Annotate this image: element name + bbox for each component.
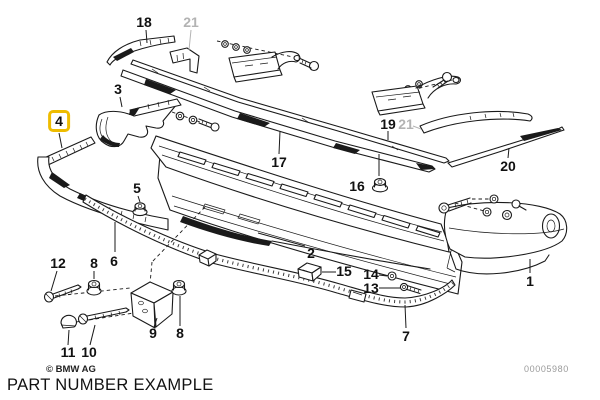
leader-line-10 [89,324,96,346]
part-label-5[interactable]: 5 [133,180,141,196]
part-label-17[interactable]: 17 [271,154,287,170]
leader-line-5 [137,195,141,203]
part-label-19[interactable]: 19 [380,116,396,132]
part-label-10[interactable]: 10 [81,344,97,360]
nut-8-upper [86,279,102,296]
screw-13 [399,282,422,295]
leader-line-4 [58,132,63,149]
leader-line-18 [145,29,148,44]
leader-line-21-right [412,125,422,130]
mounting-bracket-right [371,71,461,116]
clip-15 [297,262,322,282]
nut-14 [387,271,397,281]
part-label-13[interactable]: 13 [363,280,379,296]
part-label-7[interactable]: 7 [402,328,410,344]
corner-hardware-washers-bolt [171,111,220,132]
rubber-strip-6-7 [82,194,456,308]
diagram-code: 00005980 [524,364,569,374]
nut-5 [132,202,148,217]
part-label-2[interactable]: 2 [307,245,315,261]
part-label-15[interactable]: 15 [336,263,352,279]
part-label-8-lower[interactable]: 8 [176,325,184,341]
curved-trim-21-right [419,110,533,134]
part-label-14[interactable]: 14 [363,266,379,282]
leader-line-11 [67,329,70,346]
end-cap-hardware [438,194,527,221]
corner-trim-18 [106,35,176,66]
angle-trim-21-top [169,47,200,74]
nut-16 [371,178,389,193]
leader-line-20 [507,147,510,159]
leader-line-3 [119,96,123,108]
part-label-11[interactable]: 11 [60,344,76,360]
nut-8-lower [171,279,187,296]
part-label-20[interactable]: 20 [500,158,516,174]
fastener-group-lower-left [43,206,206,329]
screw-12 [43,284,82,303]
part-label-6[interactable]: 6 [110,253,118,269]
part-label-3[interactable]: 3 [114,81,122,97]
leader-line-12 [50,270,58,292]
part-label-16[interactable]: 16 [349,178,365,194]
part-label-8-upper[interactable]: 8 [90,255,98,271]
part-label-21-right[interactable]: 21 [398,116,414,132]
copyright-text: © BMW AG [46,364,96,375]
leader-line-14 [378,274,388,277]
leader-line-17 [278,130,281,155]
strip-clip-small [198,249,217,267]
part-label-1[interactable]: 1 [526,273,534,289]
cap-11 [60,314,77,329]
part-label-4[interactable]: 4 [48,110,70,132]
caption-text: PART NUMBER EXAMPLE [7,376,214,394]
corner-piece-3 [95,98,182,148]
part-label-9[interactable]: 9 [149,325,157,341]
leader-line-21-top [188,29,192,51]
moulding-strip-19 [130,59,450,164]
trim-strip-20 [447,126,565,168]
part-label-21-top[interactable]: 21 [183,14,199,30]
leader-lines [50,29,531,346]
part-label-18[interactable]: 18 [136,14,152,30]
part-label-12[interactable]: 12 [50,255,66,271]
leader-line-9 [153,317,158,328]
screw-10 [77,307,130,325]
mounting-bracket-left [216,40,320,83]
end-cap-right-1 [443,201,568,275]
buffer-block-9 [130,281,174,329]
corner-band-left-2 [37,156,169,231]
strip-junction [348,289,367,303]
bumper-top-bar [150,135,450,253]
leader-line-7 [404,304,407,329]
leader-line-2 [257,232,306,247]
moulding-strip-17 [120,69,436,173]
